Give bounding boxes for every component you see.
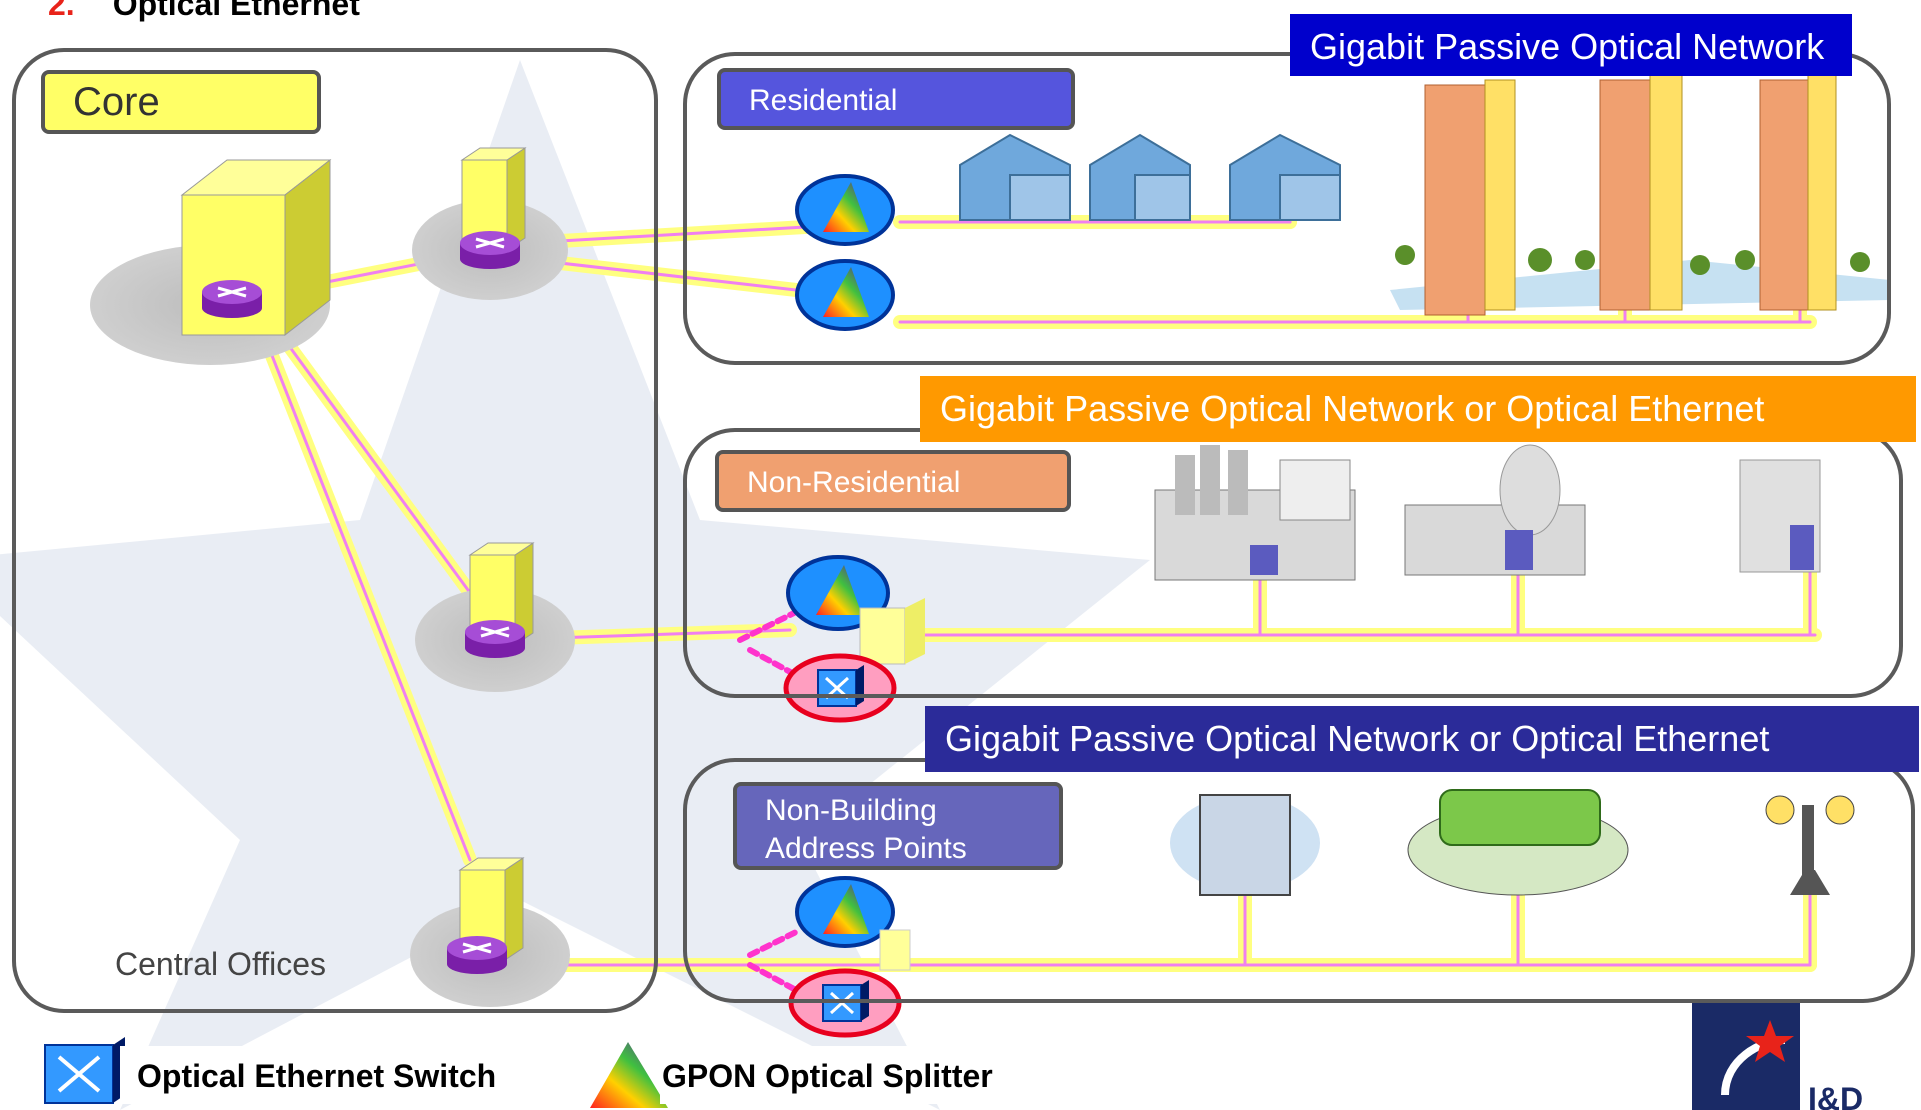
core-central-office: [90, 158, 332, 365]
legend-splitter-icon: [590, 1042, 668, 1108]
logo-mark: I&D: [1692, 1000, 1863, 1110]
gpon-splitter-icons: [786, 174, 895, 948]
legend-switch-icon: [44, 1037, 125, 1104]
residential-banner: Gigabit Passive Optical Network: [1290, 14, 1852, 76]
legend-splitter-label: GPON Optical Splitter: [662, 1058, 993, 1094]
non-building-label: Non-Building Address Points: [733, 782, 1063, 870]
watermark-star: [0, 60, 1150, 1110]
non-building-label-line1: Non-Building: [765, 794, 937, 827]
residential-zone: [683, 52, 1891, 365]
apartment-tower-icons: [1390, 74, 1890, 316]
non-building-banner: Gigabit Passive Optical Network or Optic…: [925, 706, 1919, 772]
non-residential-banner: Gigabit Passive Optical Network or Optic…: [920, 376, 1916, 442]
core-label: Core: [41, 70, 321, 134]
ethernet-switch-icons: [783, 653, 902, 1038]
legend-switch-box: [120, 1046, 560, 1104]
non-residential-label: Non-Residential: [715, 450, 1071, 512]
central-offices-label: Central Offices: [115, 946, 327, 982]
section-heading: 2. Optical Ethernet: [48, 0, 360, 23]
legend-switch-label: Optical Ethernet Switch: [137, 1058, 497, 1094]
non-building-label-line2: Address Points: [765, 832, 967, 865]
legend-splitter-box: [660, 1046, 1100, 1104]
industrial-building-icons: [1154, 444, 1821, 581]
section-title: Optical Ethernet: [112, 0, 360, 22]
section-number: 2.: [48, 0, 75, 22]
address-point-icons: [1170, 789, 1855, 896]
router-icons: [202, 231, 525, 974]
cpe-cubes: [859, 598, 925, 971]
house-icons: [959, 133, 1341, 221]
residential-label: Residential: [717, 68, 1075, 130]
core-zone: [12, 48, 658, 1013]
svg-text:I&D: I&D: [1808, 1081, 1863, 1110]
